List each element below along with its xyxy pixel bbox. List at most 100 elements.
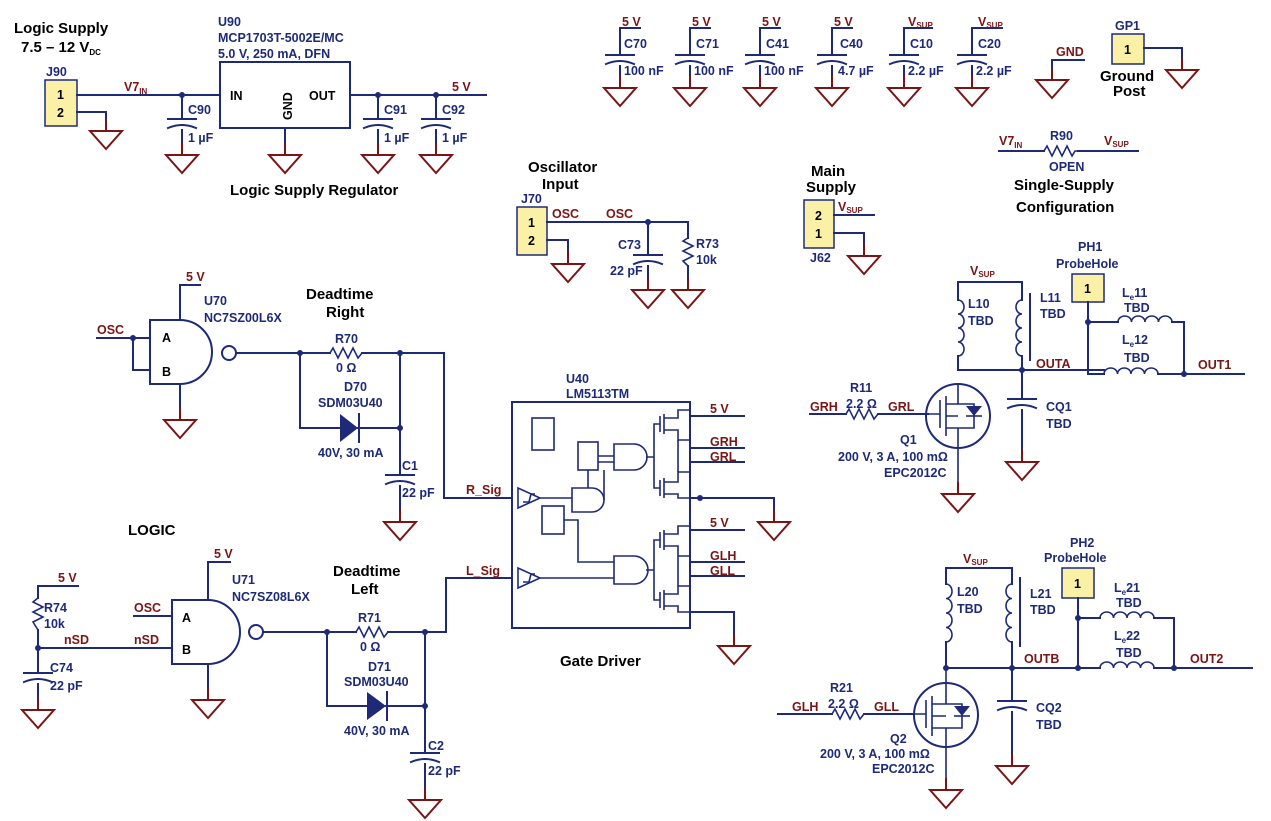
inductor-icon [1005, 583, 1013, 643]
j90-label: J90 [46, 65, 67, 79]
net-nsd: nSD [64, 633, 89, 647]
inductor-icon [957, 299, 965, 357]
c90-label: C90 [188, 103, 211, 117]
oscillator-input-section: Oscillator Input J70 1 2 OSC OSC C73 22 … [516, 159, 719, 309]
deadtime-left-title-2: Left [351, 581, 379, 598]
capacitor-icon [997, 700, 1027, 711]
c74-value: 22 pF [50, 679, 83, 693]
l20-value: TBD [957, 602, 983, 616]
gp1-label: GP1 [1115, 19, 1140, 33]
ground-icon [673, 75, 707, 107]
single-supply-title-1: Single-Supply [1014, 177, 1115, 194]
gp1-connector[interactable] [1111, 33, 1145, 65]
cq2-value: TBD [1036, 718, 1062, 732]
le11-label: Le11 [1122, 286, 1147, 302]
c71-label: C71 [696, 37, 719, 51]
deadtime-right-section: 5 V U70 NC7SZ00L6X A B OSC Deadtime Righ… [96, 270, 513, 541]
c1-label: C1 [402, 459, 418, 473]
logic-supply-regulator-title: Logic Supply Regulator [230, 182, 399, 199]
c71-value: 100 nF [694, 64, 734, 78]
r71-label: R71 [358, 611, 381, 625]
r90-value: OPEN [1049, 160, 1084, 174]
inductor-icon [1117, 315, 1173, 323]
u90-label: U90 [218, 15, 241, 29]
c1-value: 22 pF [402, 486, 435, 500]
u71-pin-a: A [182, 611, 191, 625]
r74-label: R74 [44, 601, 67, 615]
single-supply-title-2: Configuration [1016, 199, 1114, 216]
net-out1: OUT1 [1198, 358, 1231, 372]
le22-value: TBD [1116, 646, 1142, 660]
j62-label: J62 [810, 251, 831, 265]
net-osc: OSC [606, 207, 633, 221]
capacitor-icon [605, 54, 635, 65]
r73-value: 10k [696, 253, 717, 267]
inductor-icon [1015, 299, 1023, 357]
gate-driver-section: U40 LM5113TM 5 V GRH GRL 5 V GLH [511, 372, 791, 670]
j70-label: J70 [521, 192, 542, 206]
q1-label: Q1 [900, 433, 917, 447]
j90-connector[interactable] [44, 79, 78, 127]
j62-connector[interactable] [803, 199, 835, 249]
net-5v: 5 V [692, 15, 711, 29]
net-osc: OSC [134, 601, 161, 615]
ground-icon [815, 75, 849, 107]
main-supply-title-1: Main [811, 163, 845, 180]
net-vsup: VSUP [838, 200, 863, 215]
net-glh: GLH [792, 700, 818, 714]
q1-spec: 200 V, 3 A, 100 mΩ [838, 450, 948, 464]
c20-value: 2.2 µF [976, 64, 1012, 78]
c73-label: C73 [618, 238, 641, 252]
u70-pin-b: B [162, 365, 171, 379]
l21-value: TBD [1030, 603, 1056, 617]
r11-label: R11 [850, 381, 872, 395]
q2-spec: 200 V, 3 A, 100 mΩ [820, 747, 930, 761]
capacitor-icon [1007, 398, 1037, 409]
capacitor-icon [633, 254, 663, 265]
net-nsd: nSD [134, 633, 159, 647]
diode-icon [367, 692, 386, 720]
net-vsup: VSUP [908, 15, 933, 30]
q2-label: Q2 [890, 732, 907, 746]
net-gnd: GND [1056, 45, 1084, 59]
capacitor-icon [817, 54, 847, 65]
ph2-pin1: 1 [1074, 577, 1081, 591]
l21-label: L21 [1030, 587, 1052, 601]
net-osc: OSC [552, 207, 579, 221]
ph1-probehole[interactable] [1071, 273, 1105, 303]
r90-label: R90 [1050, 129, 1073, 143]
u70-part-number: NC7SZ00L6X [204, 311, 282, 325]
net-grh: GRH [810, 400, 838, 414]
net-v7-in: V7IN [999, 134, 1023, 150]
le22-label: Le22 [1114, 629, 1140, 645]
c40-label: C40 [840, 37, 863, 51]
c90-value: 1 µF [188, 131, 214, 145]
resistor-icon [845, 407, 879, 421]
u70-nand-gate [149, 319, 213, 385]
ground-icon [1035, 67, 1069, 99]
ph2-type: ProbeHole [1044, 551, 1107, 565]
net-5v: 5 V [186, 270, 205, 284]
c91-value: 1 µF [384, 131, 410, 145]
net-v7-in: V7IN [124, 80, 148, 96]
resistor-icon [681, 237, 695, 267]
c10-label: C10 [910, 37, 933, 51]
j90-pin2: 2 [57, 106, 64, 120]
net-5v: 5 V [834, 15, 853, 29]
ground-icon [743, 75, 777, 107]
c41-label: C41 [766, 37, 789, 51]
r21-value: 2.2 Ω [828, 697, 859, 711]
j70-connector[interactable] [516, 206, 548, 256]
r21-label: R21 [830, 681, 853, 695]
ground-post-title-1: Ground [1100, 68, 1154, 85]
logic-input-section: LOGIC 5 V R74 10k nSD nSD C74 22 pF OSC [21, 522, 176, 729]
capacitor-icon [889, 54, 919, 65]
u70-label: U70 [204, 294, 227, 308]
u90-part-number: MCP1703T-5002E/MC [218, 31, 344, 45]
oscillator-title-1: Oscillator [528, 159, 597, 176]
d71-spec: 40V, 30 mA [344, 724, 410, 738]
r11-value: 2.2 Ω [846, 397, 877, 411]
c70-value: 100 nF [624, 64, 664, 78]
d70-part-number: SDM03U40 [318, 396, 383, 410]
main-supply-section: Main Supply 2 1 J62 VSUP [803, 163, 881, 275]
